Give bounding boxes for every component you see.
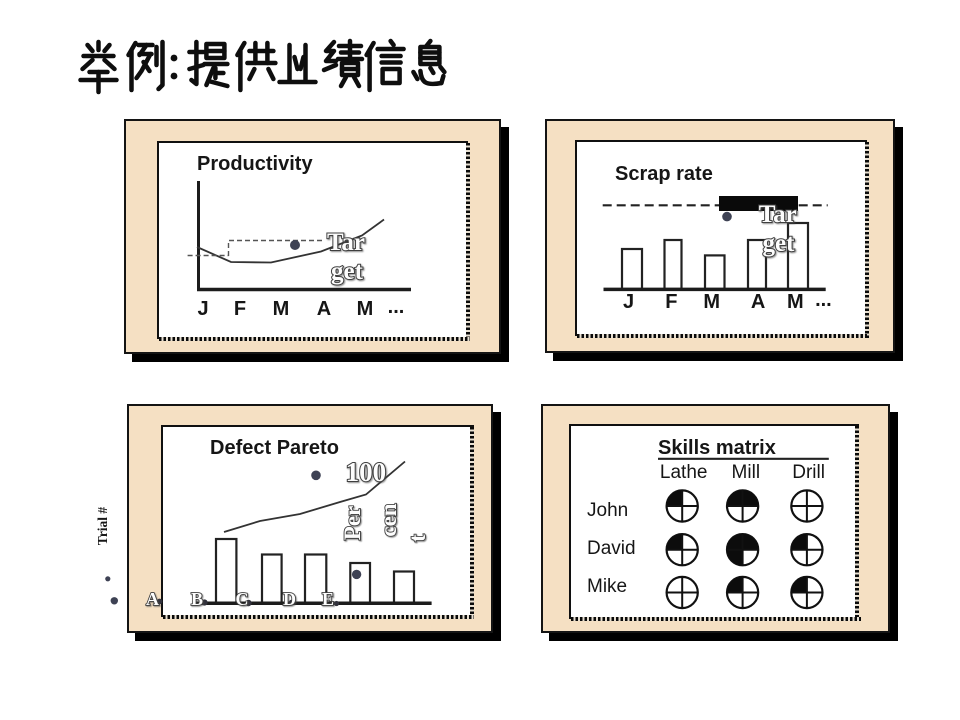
svg-text:David: David xyxy=(587,538,636,559)
svg-text:Per: Per xyxy=(340,506,365,540)
svg-text:Defect Pareto: Defect Pareto xyxy=(210,437,339,459)
svg-text:t: t xyxy=(405,534,430,542)
svg-text:M: M xyxy=(273,298,290,320)
svg-text:E: E xyxy=(322,589,334,609)
svg-text:Productivity: Productivity xyxy=(197,153,313,175)
svg-text:D: D xyxy=(283,589,296,609)
svg-text:get: get xyxy=(331,258,364,285)
svg-text:A: A xyxy=(317,298,331,320)
svg-text:C: C xyxy=(236,589,249,609)
svg-text:M: M xyxy=(357,298,374,320)
svg-text:F: F xyxy=(234,298,246,320)
svg-text:A: A xyxy=(146,589,159,609)
svg-text:J: J xyxy=(197,298,208,320)
svg-text:Tar: Tar xyxy=(759,201,797,228)
svg-text:M: M xyxy=(787,291,804,313)
svg-text:Tar: Tar xyxy=(327,229,365,256)
svg-text:cen: cen xyxy=(376,503,401,536)
svg-text:F: F xyxy=(665,291,677,313)
svg-text:...: ... xyxy=(388,296,405,318)
svg-text:Mill: Mill xyxy=(732,462,761,483)
svg-text:...: ... xyxy=(815,289,832,311)
svg-text:100: 100 xyxy=(346,457,387,487)
svg-text:Scrap rate: Scrap rate xyxy=(615,163,713,185)
svg-text:B: B xyxy=(191,589,203,609)
svg-text:John: John xyxy=(587,500,628,521)
svg-text:M: M xyxy=(703,291,720,313)
svg-text:Mike: Mike xyxy=(587,576,627,597)
svg-text:J: J xyxy=(623,291,634,313)
svg-text:A: A xyxy=(751,291,765,313)
svg-text:Skills matrix: Skills matrix xyxy=(658,437,776,459)
svg-text:get: get xyxy=(763,230,796,257)
svg-text:Drill: Drill xyxy=(792,462,825,483)
svg-text:Lathe: Lathe xyxy=(660,462,708,483)
svg-text:Trial #: Trial # xyxy=(95,507,110,546)
